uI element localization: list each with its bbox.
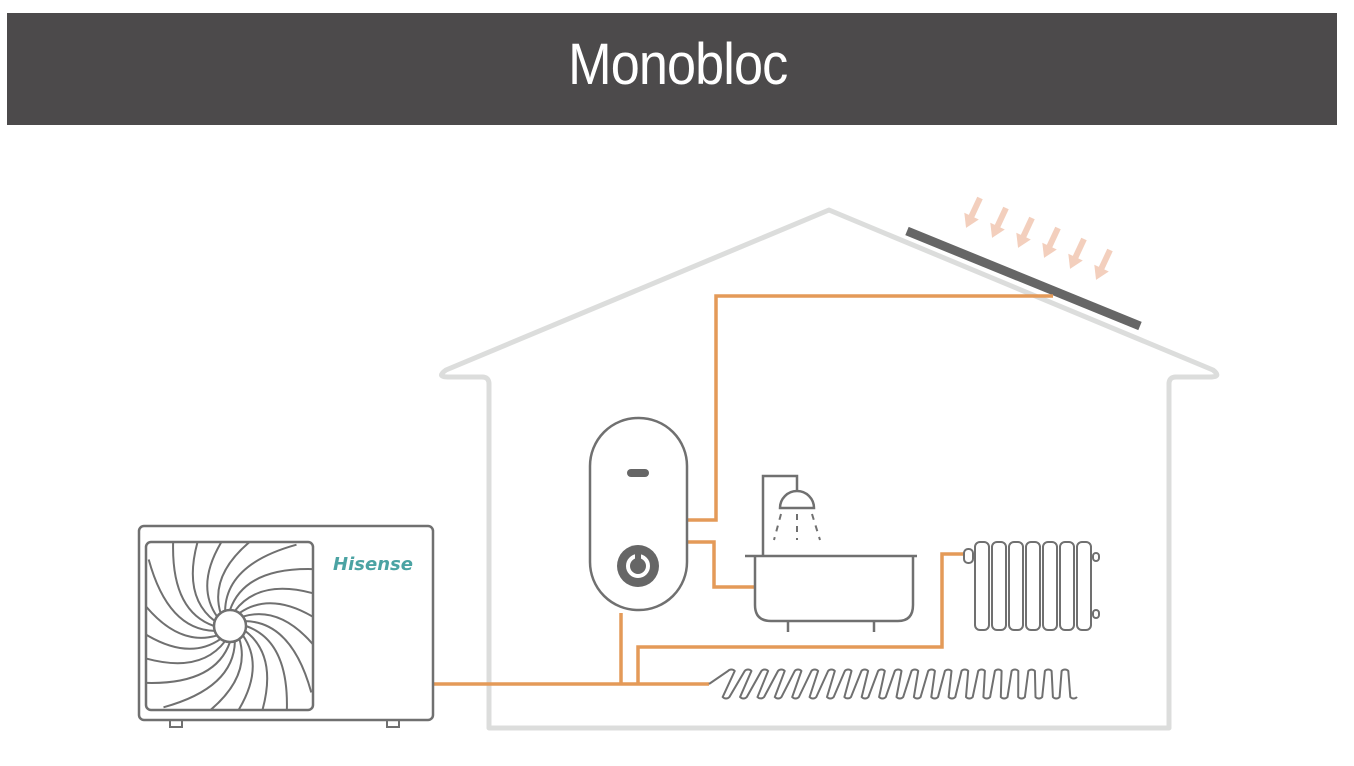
- radiator-fin: [1025, 541, 1041, 631]
- water-tank: [588, 416, 689, 612]
- fan-blade: [147, 619, 222, 650]
- fan-blade: [223, 634, 254, 709]
- sun-rays-icon: [964, 196, 1113, 280]
- tank-display: [627, 469, 649, 477]
- fan-blade: [172, 543, 215, 627]
- fan-blade: [234, 587, 312, 612]
- radiator-fin: [1059, 541, 1075, 631]
- fan-blade: [147, 587, 218, 639]
- fan-blade: [147, 641, 231, 684]
- house-outline: [439, 207, 1220, 731]
- solar-panel: [905, 226, 1142, 331]
- fan-blade: [191, 638, 243, 709]
- radiator: [963, 541, 1100, 631]
- fan-blade: [217, 543, 269, 614]
- fan-blade: [147, 559, 215, 632]
- radiator-pipe: [636, 552, 966, 684]
- fan-icon: [147, 543, 312, 709]
- fan-blade: [206, 543, 237, 618]
- page-title: Monobloc: [568, 31, 788, 97]
- fan-grille: [144, 540, 315, 712]
- fan-blade: [191, 543, 216, 622]
- radiator-fin: [1008, 541, 1024, 631]
- water-drops: [773, 513, 821, 541]
- bathtub: [745, 474, 917, 632]
- fan-blade: [229, 568, 312, 611]
- underfloor-heating: [708, 668, 1078, 700]
- radiator-fin: [1042, 541, 1058, 631]
- title-banner: Monobloc: [7, 13, 1337, 125]
- fan-blade: [245, 625, 288, 709]
- fan-blade: [245, 620, 312, 693]
- pipes: [434, 294, 1053, 686]
- fan-blade: [244, 630, 269, 709]
- fan-blade: [238, 602, 312, 633]
- solar-pipe: [688, 294, 1053, 522]
- outdoor-unit: Hisense: [137, 524, 435, 728]
- bath-pipe: [688, 540, 755, 589]
- radiator-fin: [991, 541, 1007, 631]
- radiator-fin: [1076, 541, 1092, 631]
- fan-blade: [163, 641, 236, 709]
- fan-blade: [147, 640, 226, 665]
- fan-blade: [242, 613, 312, 665]
- radiator-fin: [974, 541, 990, 631]
- brand-logo: Hisense: [333, 554, 413, 575]
- fan-blade: [224, 543, 297, 611]
- shower-head-icon: [778, 489, 816, 510]
- tank-dial-icon: [617, 545, 659, 587]
